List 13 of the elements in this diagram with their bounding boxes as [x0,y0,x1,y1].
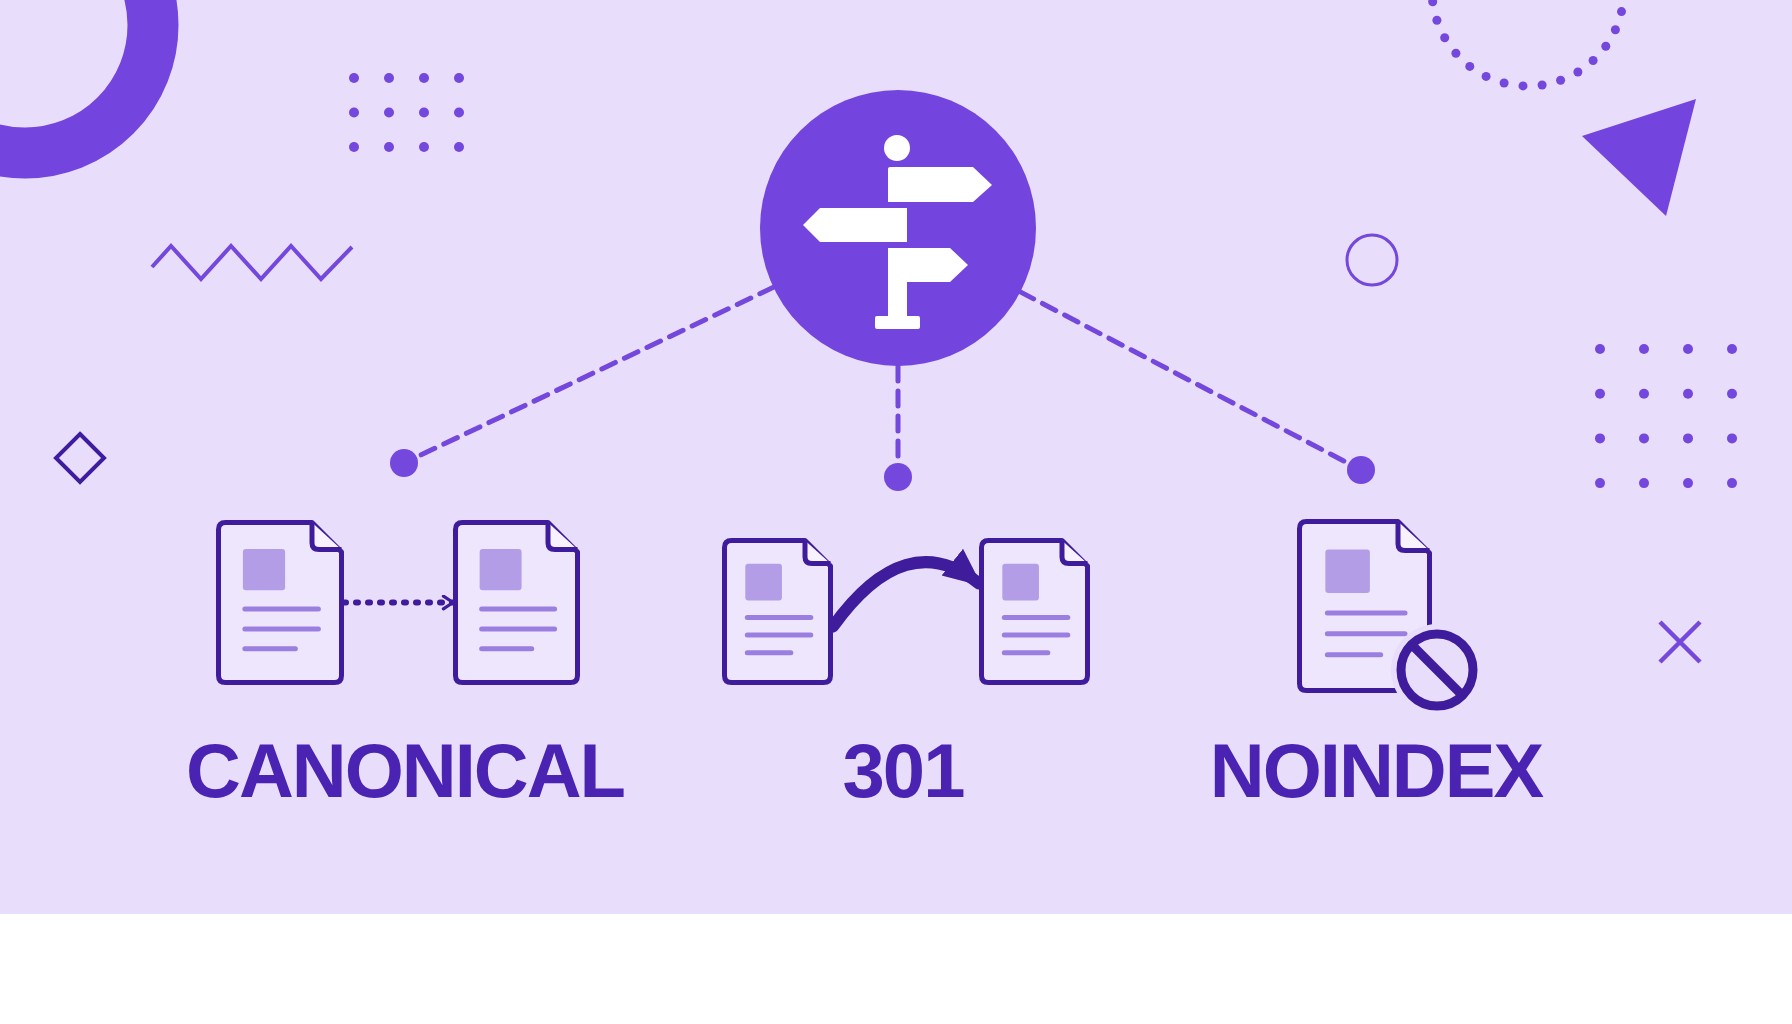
dotted-arrow [341,594,456,611]
document-icon [1297,519,1432,693]
endpoint-dot [884,463,912,491]
method-label: 301 [842,727,964,815]
endpoint-dot [390,449,418,477]
method-label: NOINDEX [1209,727,1543,815]
signpost-icon [760,90,1036,366]
document-icon [216,520,344,685]
document-icon [979,538,1090,685]
document-icon [722,538,833,685]
document-icon [453,520,580,685]
method-label: CANONICAL [186,727,624,815]
endpoint-dot [1347,456,1375,484]
